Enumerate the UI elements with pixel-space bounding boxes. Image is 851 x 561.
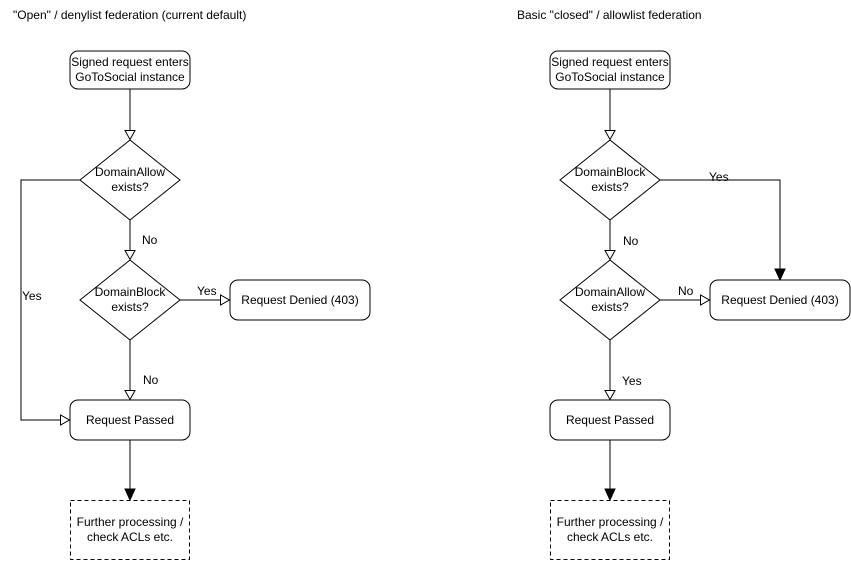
further-node-label-right: Further processing / check ACLs etc.	[556, 515, 664, 544]
arrowhead-open-icon	[124, 130, 136, 141]
passed-node-shape-right	[549, 399, 671, 441]
further-node-shape-left	[70, 500, 190, 560]
start-node-label-left: Signed request enters GoToSocial instanc…	[71, 55, 189, 84]
further-node-label-left: Further processing / check ACLs etc.	[76, 515, 184, 544]
arrowhead-open-icon	[124, 250, 136, 261]
arrowhead-solid-icon	[124, 488, 136, 502]
denied-node-shape-left	[229, 279, 371, 321]
edge-label-allow-yes-right: Yes	[622, 374, 642, 388]
connector-allow-yes-to-passed-left	[20, 179, 80, 421]
arrowhead-solid-icon	[604, 488, 616, 502]
edge-label-block-yes-right: Yes	[709, 170, 729, 184]
arrowhead-open-icon	[220, 294, 231, 306]
edge-label-allow-no-right: No	[678, 284, 694, 298]
arrowhead-open-icon	[604, 390, 616, 401]
edge-label-block-no-left: No	[143, 373, 159, 387]
decision-domainallow-shape-left	[79, 139, 181, 221]
decision-domainallow-label-right: DomainAllow exists?	[574, 285, 646, 314]
edge-label-block-yes-left: Yes	[197, 284, 217, 298]
edge-label-block-no-right: No	[623, 234, 639, 248]
passed-node-shape-left	[69, 399, 191, 441]
further-node-shape-right	[550, 500, 670, 560]
decision-domainblock-shape-right	[559, 139, 661, 221]
arrowhead-open-icon	[60, 414, 71, 426]
passed-node-label-left: Request Passed	[85, 412, 175, 427]
arrowhead-open-icon	[604, 250, 616, 261]
decision-domainblock-label-left: DomainBlock exists?	[94, 285, 166, 314]
arrowhead-solid-icon	[774, 268, 786, 282]
arrowhead-open-icon	[700, 294, 711, 306]
denied-node-label-left: Request Denied (403)	[241, 292, 359, 307]
decision-domainblock-shape-left	[79, 259, 181, 341]
denied-node-label-right: Request Denied (403)	[721, 292, 839, 307]
connector-block-yes-to-denied-right	[660, 179, 781, 279]
passed-node-label-right: Request Passed	[565, 412, 655, 427]
start-node-shape-right	[549, 50, 671, 90]
arrowhead-open-icon	[124, 390, 136, 401]
decision-domainallow-shape-right	[559, 259, 661, 341]
decision-domainblock-label-right: DomainBlock exists?	[574, 165, 646, 194]
edge-label-allow-yes-left: Yes	[22, 289, 42, 303]
chart-title-right: Basic "closed" / allowlist federation	[517, 8, 702, 22]
denied-node-shape-right	[709, 279, 851, 321]
start-node-label-right: Signed request enters GoToSocial instanc…	[551, 55, 669, 84]
decision-domainallow-label-left: DomainAllow exists?	[94, 165, 166, 194]
edge-label-allow-no-left: No	[142, 233, 158, 247]
arrowhead-open-icon	[604, 130, 616, 141]
chart-title-left: "Open" / denylist federation (current de…	[13, 8, 247, 22]
start-node-shape-left	[69, 50, 191, 90]
